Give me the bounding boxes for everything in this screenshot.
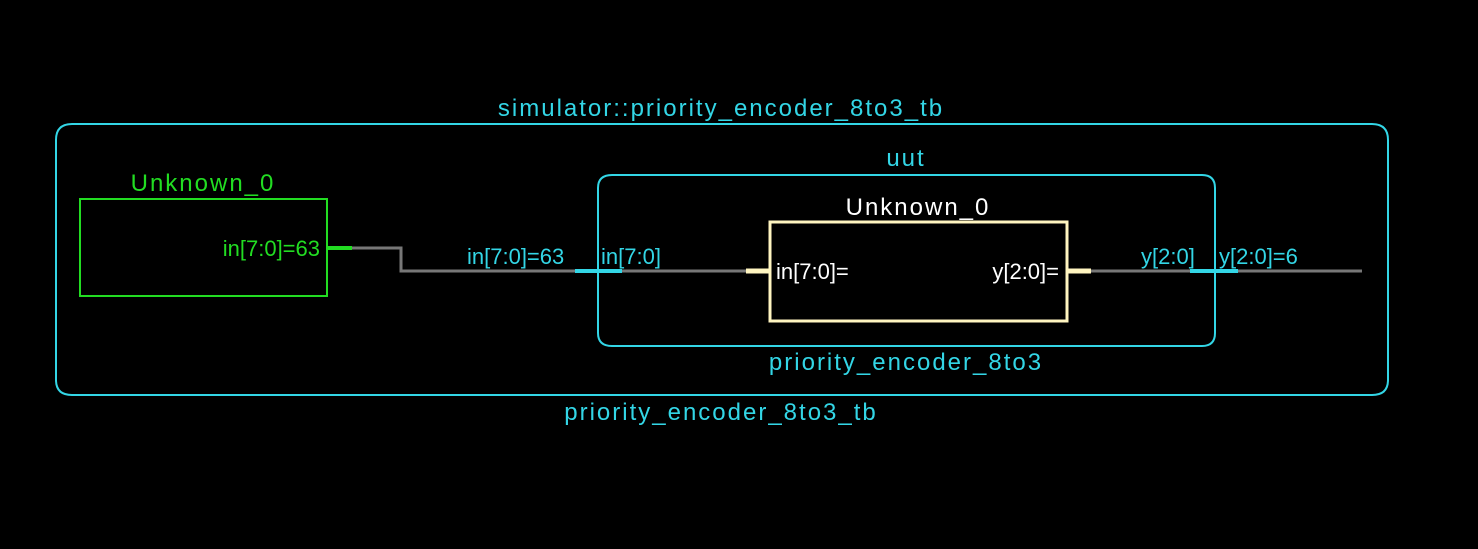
testbench-boundary[interactable]	[55, 123, 1389, 396]
encoder-block-name: Unknown_0	[846, 194, 991, 221]
uut-module-label: priority_encoder_8to3	[769, 349, 1043, 376]
encoder-output-port-label: y[2:0]=	[992, 259, 1059, 284]
uut-output-net-label: y[2:0]=6	[1219, 244, 1298, 269]
uut-input-net-label: in[7:0]=63	[467, 244, 564, 269]
uut-instance-label: uut	[886, 145, 925, 172]
testbench-module-label: priority_encoder_8to3_tb	[564, 399, 878, 426]
stimulus-block-name: Unknown_0	[131, 170, 276, 197]
stimulus-port-label: in[7:0]=63	[223, 236, 320, 261]
encoder-input-port-label: in[7:0]=	[776, 259, 849, 284]
uut-boundary[interactable]	[597, 174, 1216, 347]
uut-output-port-label: y[2:0]	[1141, 244, 1195, 269]
wire-in[interactable]	[352, 246, 575, 273]
uut-input-port-label: in[7:0]	[601, 244, 661, 269]
testbench-instance-label: simulator::priority_encoder_8to3_tb	[498, 95, 944, 122]
